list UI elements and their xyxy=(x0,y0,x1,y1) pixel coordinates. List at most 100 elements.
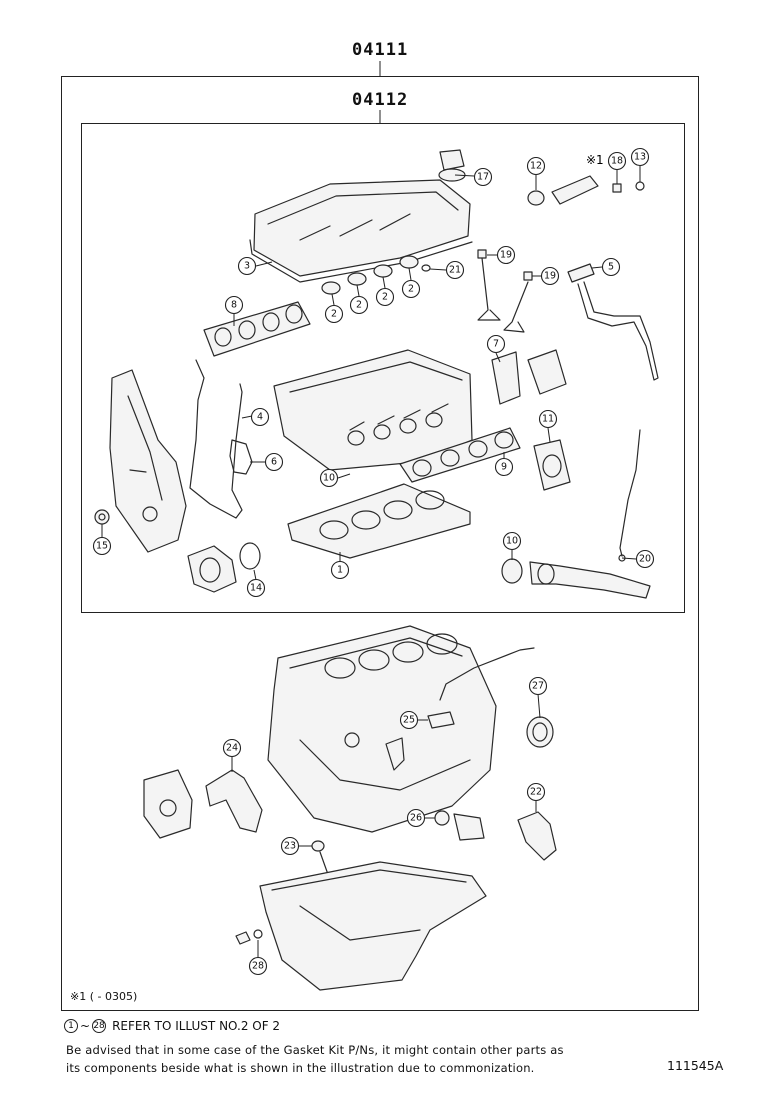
inner-kit-frame xyxy=(81,123,685,613)
exhaust-gasket-drawing xyxy=(399,427,521,483)
cylinder-block-drawing xyxy=(267,625,497,833)
cover-gaskets-drawing xyxy=(189,359,253,519)
svg-text:6: 6 xyxy=(271,457,277,468)
callout-28[interactable]: 28 xyxy=(248,956,268,976)
valves-drawing xyxy=(477,249,533,333)
svg-text:14: 14 xyxy=(250,583,262,594)
footnote-mark-1: ※1 xyxy=(586,153,604,167)
part-code-inner[interactable]: 04112 xyxy=(352,90,409,110)
callout-8[interactable]: 8 xyxy=(224,295,244,315)
advisory-note-line-1: Be advised that in some case of the Gask… xyxy=(66,1043,564,1057)
svg-text:23: 23 xyxy=(284,841,296,852)
callout-1[interactable]: 1 xyxy=(330,560,350,580)
block-gasket-25-drawing xyxy=(427,711,455,729)
svg-text:22: 22 xyxy=(530,787,542,798)
svg-text:1: 1 xyxy=(337,565,343,576)
water-pipe-drawing xyxy=(567,263,659,381)
illustration-id: 111545A xyxy=(667,1058,724,1073)
oil-pump-cover-drawing xyxy=(143,769,193,839)
callout-leaders xyxy=(101,165,641,958)
svg-text:19: 19 xyxy=(544,271,556,282)
egr-gasket-drawing xyxy=(491,349,567,405)
oil-filler-cap-drawing xyxy=(438,149,466,182)
callout-2-d[interactable]: 2 xyxy=(401,279,421,299)
callout-2-b[interactable]: 2 xyxy=(349,295,369,315)
svg-text:18: 18 xyxy=(611,156,623,167)
svg-text:24: 24 xyxy=(226,743,238,754)
callout-12[interactable]: 12 xyxy=(526,156,546,176)
callout-23[interactable]: 23 xyxy=(280,836,300,856)
svg-text:26: 26 xyxy=(410,813,422,824)
callout-17[interactable]: 17 xyxy=(473,167,493,187)
crank-seal-drawing xyxy=(94,509,110,525)
callout-6[interactable]: 5 xyxy=(601,257,621,277)
callout-14[interactable]: 14 xyxy=(246,578,266,598)
svg-text:9: 9 xyxy=(501,462,507,473)
timing-cover-drawing xyxy=(109,369,187,553)
callout-11[interactable]: 11 xyxy=(538,409,558,429)
svg-text:19: 19 xyxy=(500,250,512,261)
callout-9[interactable]: 9 xyxy=(494,457,514,477)
head-gasket-drawing xyxy=(287,483,471,559)
drain-plug-drawing xyxy=(235,929,263,945)
advisory-note-line-2: its components beside what is shown in t… xyxy=(66,1061,535,1075)
rear-seal-drawing xyxy=(526,716,554,748)
svg-text:21: 21 xyxy=(449,265,461,276)
svg-text:28: 28 xyxy=(252,961,264,972)
svg-text:4: 4 xyxy=(257,412,263,423)
ref-separator: ~ xyxy=(80,1019,91,1033)
callout-4[interactable]: 4 xyxy=(250,407,270,427)
camshaft-seal-drawing xyxy=(501,558,651,599)
callout-26[interactable]: 26 xyxy=(406,808,426,828)
svg-text:27: 27 xyxy=(532,681,544,692)
callout-13[interactable]: 13 xyxy=(630,147,650,167)
callout-10-b[interactable]: 10 xyxy=(502,531,522,551)
callout-19-a[interactable]: 19 xyxy=(496,245,516,265)
water-inlet-drawing xyxy=(385,737,405,771)
callout-7[interactable]: 7 xyxy=(486,334,506,354)
callout-27[interactable]: 27 xyxy=(528,676,548,696)
pulley-drawing xyxy=(187,542,261,593)
reference-line: 1 ~ 28 REFER TO ILLUST NO.2 OF 2 xyxy=(64,1019,280,1033)
block-dipstick-tube-drawing xyxy=(439,647,535,701)
svg-text:10: 10 xyxy=(323,473,335,484)
bracket-24-drawing xyxy=(205,769,263,833)
callout-25[interactable]: 25 xyxy=(399,710,419,730)
callout-10-a[interactable]: 10 xyxy=(319,468,339,488)
ref-to-callout: 28 xyxy=(92,1019,107,1033)
oil-pan-drawing xyxy=(259,861,487,991)
svg-text:25: 25 xyxy=(403,715,415,726)
small-parts-drawing xyxy=(527,175,645,206)
cylinder-head-cover-drawing xyxy=(249,179,473,283)
callout-21[interactable]: 21 xyxy=(445,260,465,280)
svg-text:17: 17 xyxy=(477,172,489,183)
footnote-date-range: ※1 ( - 0305) xyxy=(70,990,138,1003)
svg-text:※1: ※1 xyxy=(586,153,604,167)
callout-2-a[interactable]: 2 xyxy=(324,304,344,324)
callout-18[interactable]: 18 xyxy=(607,151,627,171)
callout-20[interactable]: 20 xyxy=(635,549,655,569)
gasket-26-drawing xyxy=(434,810,485,841)
svg-text:2: 2 xyxy=(382,292,388,303)
svg-text:2: 2 xyxy=(356,300,362,311)
callout-15[interactable]: 15 xyxy=(92,536,112,556)
svg-text:8: 8 xyxy=(231,300,237,311)
callout-24[interactable]: 24 xyxy=(222,738,242,758)
svg-text:15: 15 xyxy=(96,541,108,552)
flange-gasket-drawing xyxy=(533,439,571,491)
ref-text: REFER TO ILLUST NO.2 OF 2 xyxy=(112,1019,281,1033)
svg-text:2: 2 xyxy=(331,309,337,320)
svg-text:10: 10 xyxy=(506,536,518,547)
svg-text:13: 13 xyxy=(634,152,646,163)
svg-text:12: 12 xyxy=(530,161,542,172)
part-code-outer[interactable]: 04111 xyxy=(352,40,409,60)
callout-3[interactable]: 3 xyxy=(237,256,257,276)
callout-22[interactable]: 22 xyxy=(526,782,546,802)
callout-19-b[interactable]: 19 xyxy=(540,266,560,286)
callout-2-c[interactable]: 2 xyxy=(375,287,395,307)
callout-5[interactable]: 6 xyxy=(264,452,284,472)
svg-text:7: 7 xyxy=(493,339,499,350)
svg-text:20: 20 xyxy=(639,554,651,565)
dipstick-drawing xyxy=(618,429,641,562)
